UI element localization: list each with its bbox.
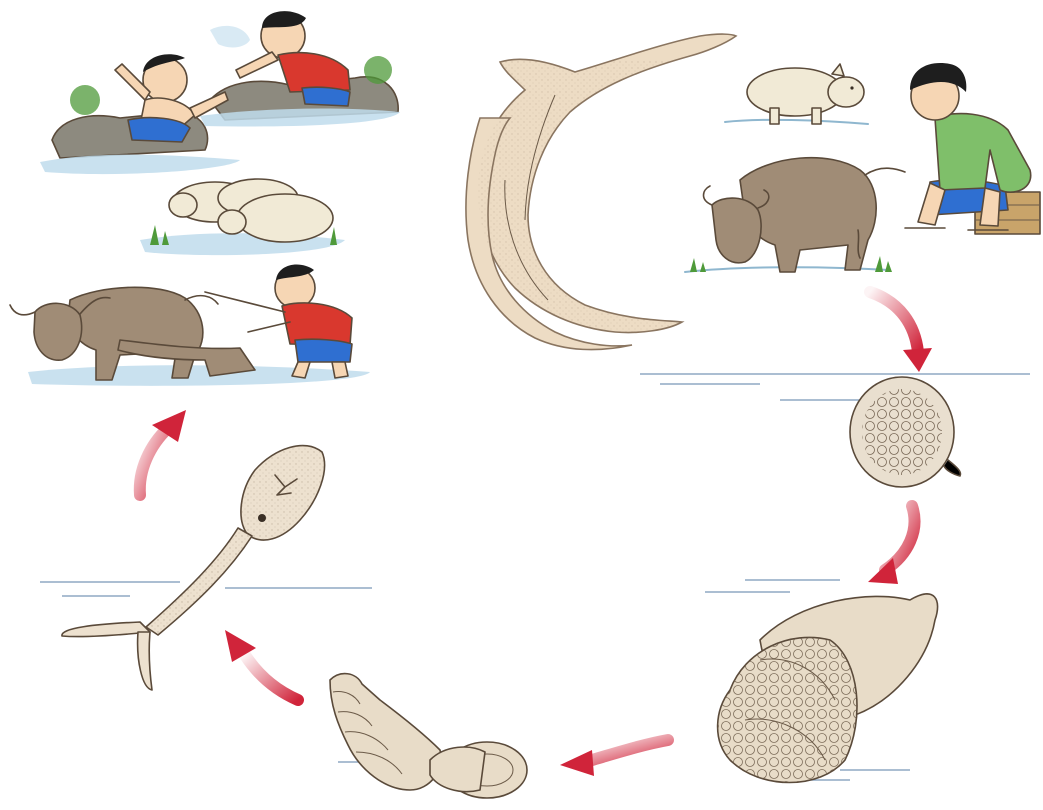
curved-arrow-head: [903, 348, 932, 372]
curved-arrow-icon: [870, 292, 918, 352]
curved-arrow-icon: [245, 655, 298, 700]
curved-arrow-icon: [885, 506, 914, 570]
plowing-buffalo-icon: [10, 265, 370, 386]
curved-arrow-head: [868, 558, 898, 584]
curved-arrow-icon: [140, 428, 168, 495]
cercaria-icon: [40, 446, 372, 690]
curved-arrow-icon: [585, 740, 668, 762]
snail-icon: [330, 674, 527, 798]
egg-icon: [640, 374, 1030, 487]
miracidium-snail-icon: [705, 580, 938, 783]
buffalo-icon: [685, 158, 905, 272]
man-on-toilet-icon: [905, 63, 1040, 234]
pigs-in-water-icon: [140, 179, 345, 255]
children-playing-icon: [40, 11, 400, 174]
curved-arrow-head: [560, 750, 594, 776]
adult-worm-pair-icon: [466, 34, 740, 350]
host-human-pig-buffalo-icon: [685, 63, 1040, 272]
pig-icon: [725, 64, 868, 124]
water-contact-icon: [10, 11, 400, 386]
